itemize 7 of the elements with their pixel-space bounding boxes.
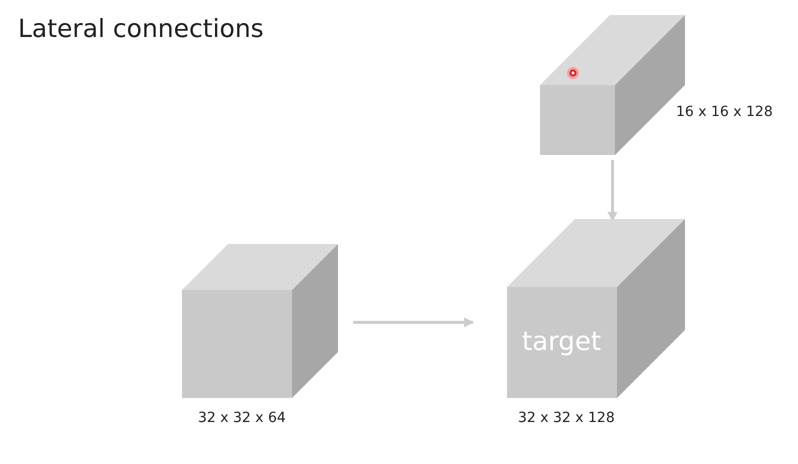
- title: Lateral connections: [18, 14, 264, 43]
- size-label: 16 x 16 x 128: [676, 104, 773, 120]
- cube-block: [182, 244, 338, 398]
- arrow: [353, 317, 474, 328]
- size-label: 32 x 32 x 128: [518, 410, 615, 426]
- size-label: 32 x 32 x 64: [198, 410, 286, 426]
- target-cube: [507, 219, 685, 398]
